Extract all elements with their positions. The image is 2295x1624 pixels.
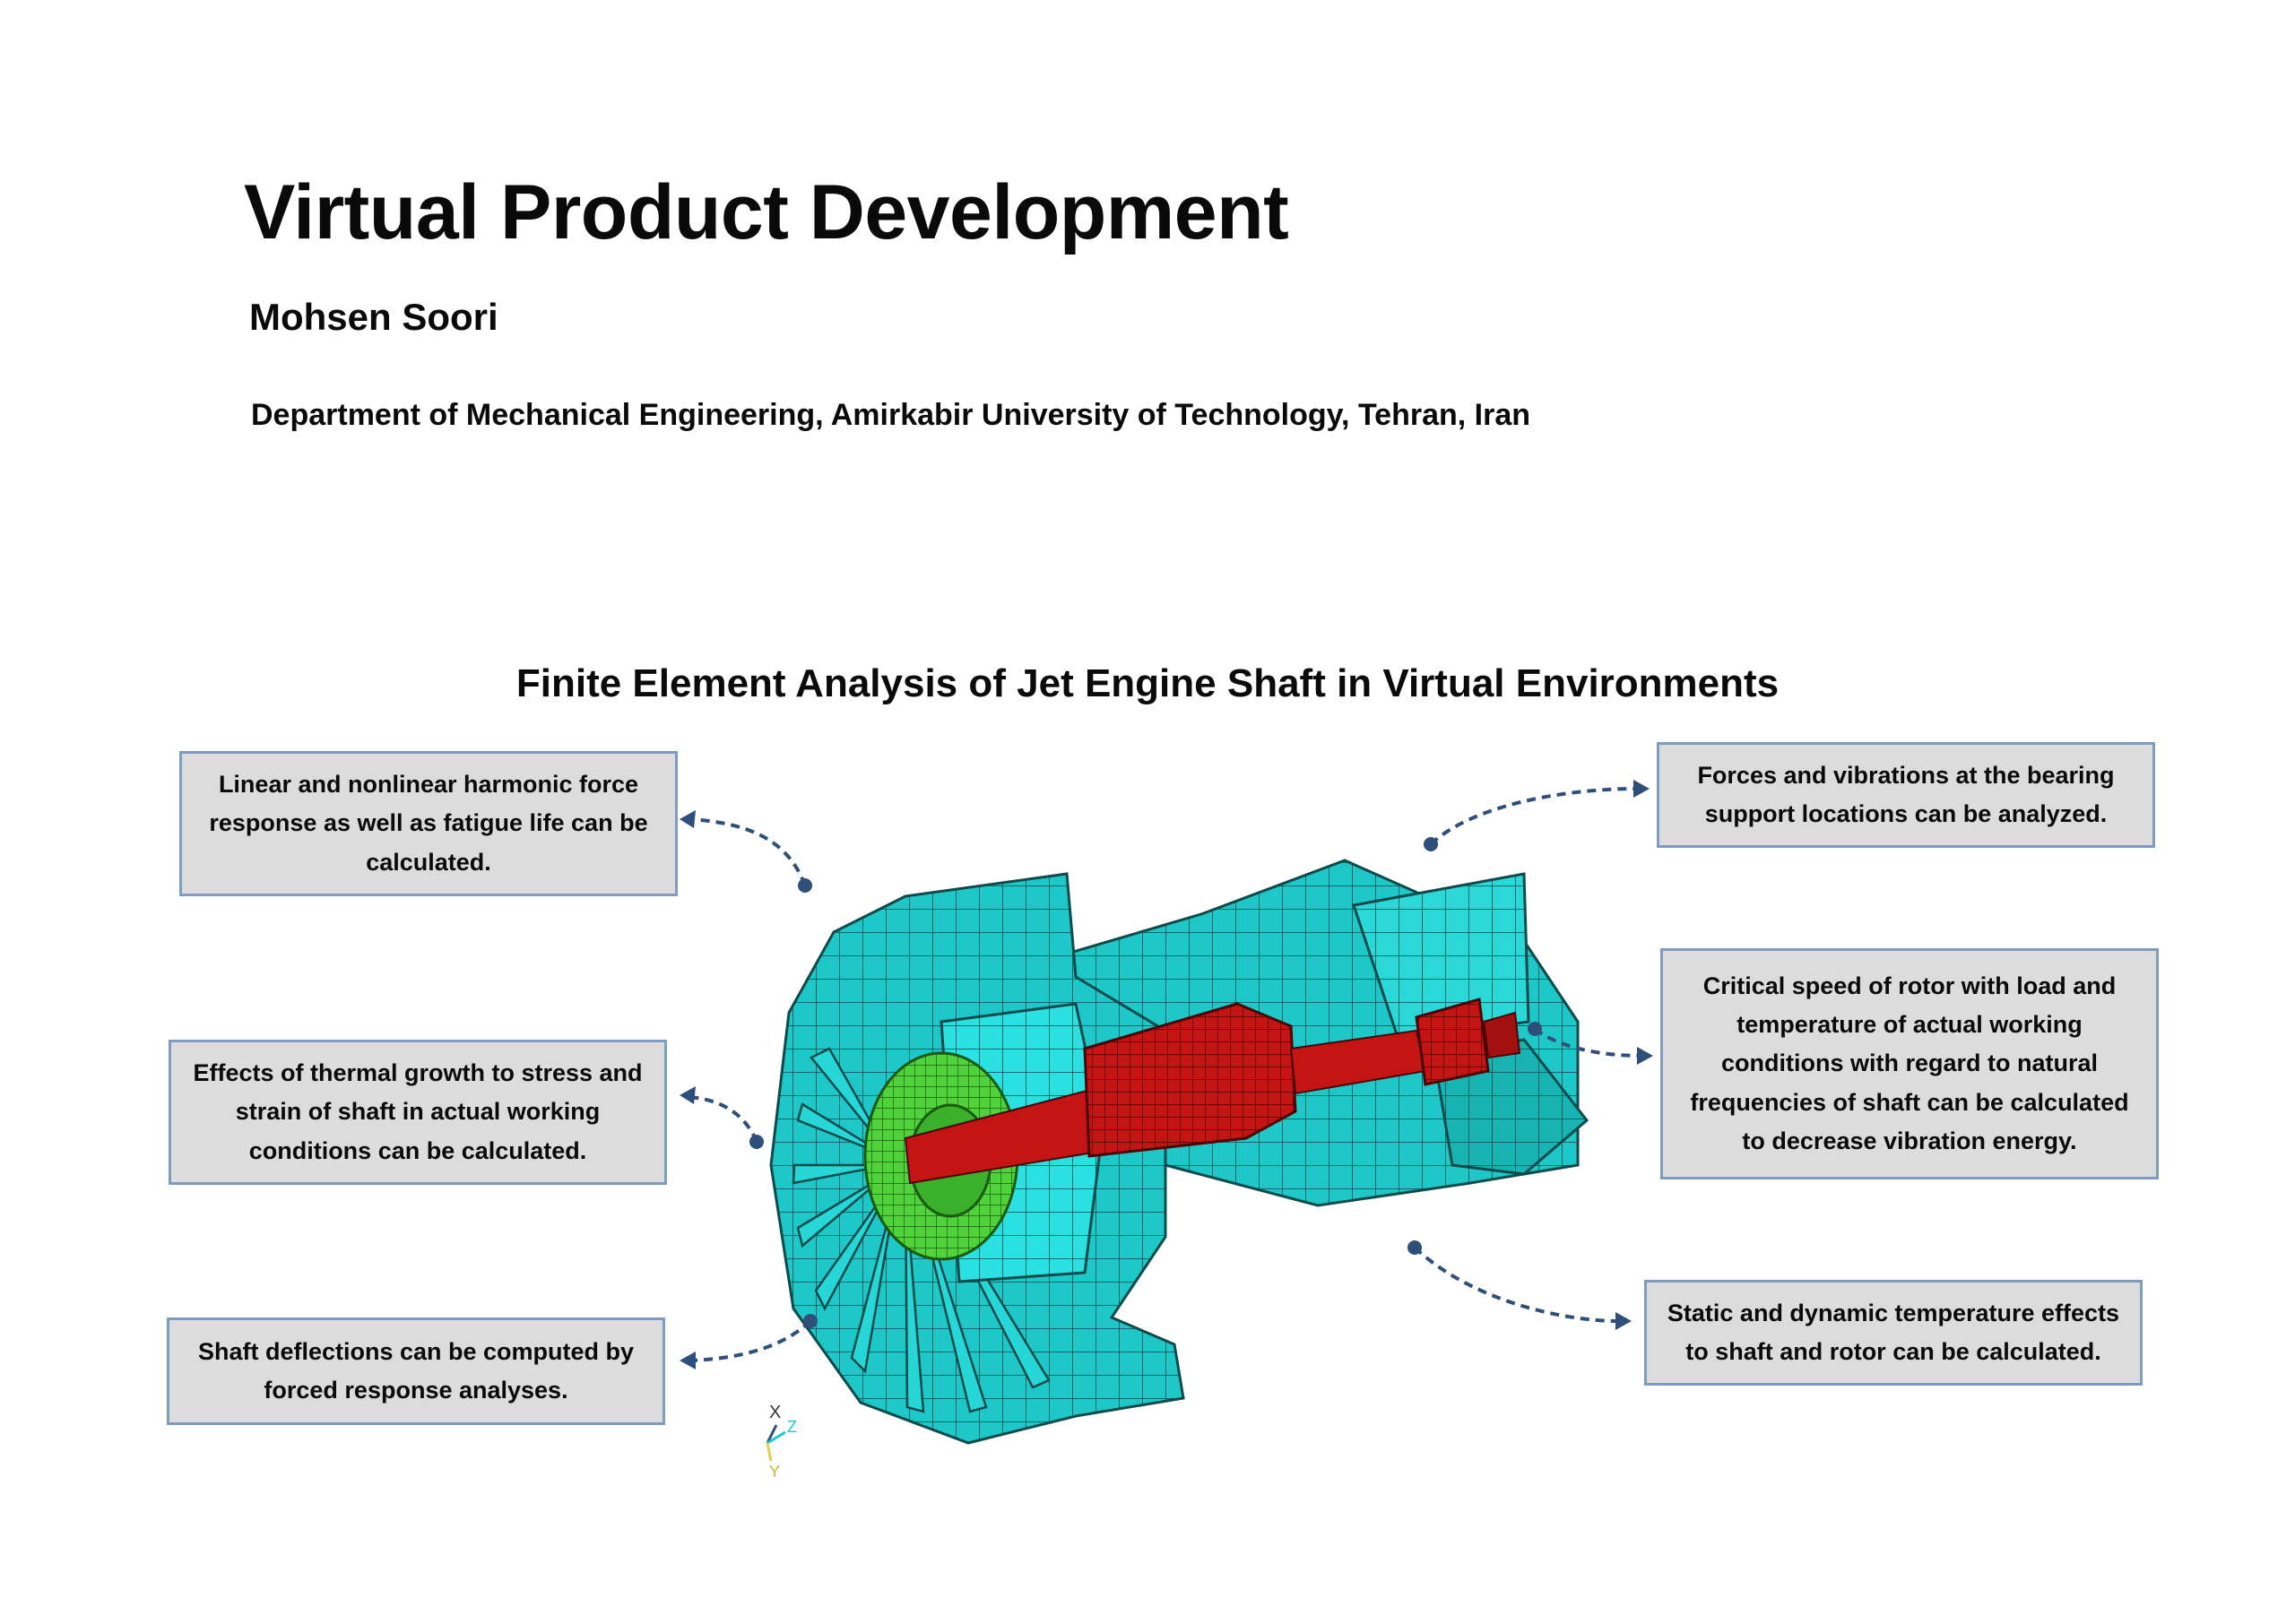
arrow-critical-speed [1533, 1027, 1641, 1058]
arrow-bearing [1429, 787, 1638, 846]
arrow-thermal [688, 1095, 758, 1143]
figure-title: Finite Element Analysis of Jet Engine Sh… [515, 661, 1780, 705]
callout-harmonic-response: Linear and nonlinear harmonic force resp… [179, 751, 678, 896]
connector-arrows [680, 780, 1653, 1369]
arrow-temperature [1413, 1246, 1620, 1323]
axis-label-z: Z [787, 1418, 797, 1436]
arrow-harmonic [688, 817, 807, 886]
engine-shaft [904, 998, 1521, 1185]
paper-title: Virtual Product Development [244, 169, 1289, 255]
axis-label-y: Y [769, 1463, 780, 1481]
callout-thermal-growth: Effects of thermal growth to stress and … [169, 1040, 667, 1185]
callout-shaft-deflection: Shaft deflections can be computed by for… [167, 1317, 665, 1425]
author-name: Mohsen Soori [249, 296, 498, 338]
callout-temperature-effects: Static and dynamic temperature effects t… [1644, 1280, 2143, 1386]
axis-label-x: X [769, 1403, 781, 1422]
arrow-deflection [689, 1319, 812, 1362]
axis-triad: X Z Y [766, 1403, 797, 1481]
callout-bearing-forces: Forces and vibrations at the bearing sup… [1657, 742, 2155, 848]
author-affiliation: Department of Mechanical Engineering, Am… [251, 398, 1531, 432]
callout-critical-speed: Critical speed of rotor with load and te… [1660, 948, 2159, 1179]
